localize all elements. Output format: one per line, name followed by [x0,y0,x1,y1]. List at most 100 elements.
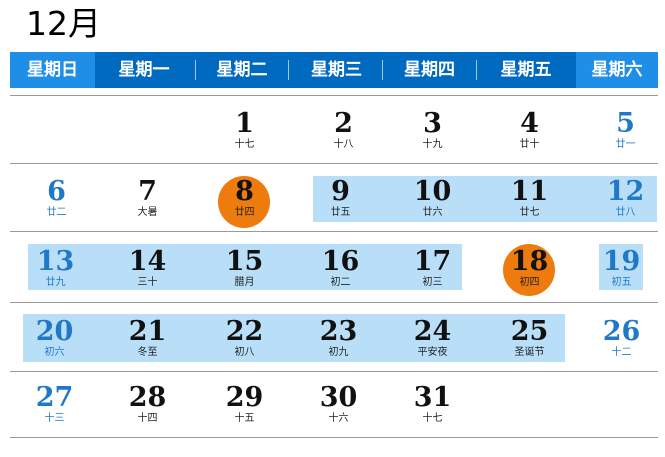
lunar-label: 三十 [137,277,158,288]
weekday-saturday: 星期六 [576,52,658,88]
day-cell[interactable]: 11 廿七 [483,178,576,219]
weekday-separator [195,60,196,80]
day-cell[interactable]: 23 初九 [292,318,385,359]
row-divider [10,231,658,232]
lunar-label: 初六 [44,347,65,358]
lunar-label: 廿六 [422,207,443,218]
weekday-friday: 星期五 [500,60,552,80]
day-number: 3 [423,108,442,139]
day-number: 24 [413,316,452,347]
day-cell[interactable]: 9 廿五 [294,178,387,219]
lunar-label: 初八 [234,347,255,358]
lunar-label: 大暑 [137,207,158,218]
day-number: 23 [319,316,358,347]
day-cell[interactable]: 14 三十 [101,248,194,289]
row-divider [10,302,658,303]
day-number: 21 [128,316,167,347]
lunar-label: 十二 [611,347,632,358]
lunar-label: 初三 [422,277,443,288]
day-number: 31 [413,382,452,413]
highlight-band [28,244,462,290]
day-number: 14 [128,246,167,277]
lunar-label: 十六 [328,413,349,424]
day-cell[interactable]: 15 腊月 [198,248,291,289]
day-cell[interactable]: 26 十二 [575,318,665,359]
day-number: 8 [235,176,254,207]
day-cell[interactable]: 7 大暑 [101,178,194,219]
lunar-label: 初四 [519,277,540,288]
day-cell[interactable]: 6 廿二 [10,178,103,219]
weekday-header: 星期日 星期一 星期二 星期三 星期四 星期五 星期六 [10,52,658,88]
day-cell[interactable]: 10 廿六 [386,178,479,219]
day-number: 29 [225,382,264,413]
day-cell[interactable]: 1 十七 [198,110,291,151]
day-cell[interactable]: 16 初二 [294,248,387,289]
day-number: 6 [47,176,66,207]
lunar-label: 十七 [234,139,255,150]
day-cell[interactable]: 25 圣诞节 [483,318,576,359]
lunar-label: 平安夜 [417,347,448,358]
day-cell[interactable]: 20 初六 [8,318,101,359]
lunar-label: 十四 [137,413,158,424]
day-number: 17 [413,246,452,277]
lunar-label: 廿五 [330,207,351,218]
day-number: 2 [334,108,353,139]
day-number: 1 [235,108,254,139]
lunar-label: 廿七 [519,207,540,218]
day-cell[interactable]: 8 廿四 [198,178,291,219]
row-divider [10,371,658,372]
day-cell[interactable]: 21 冬至 [101,318,194,359]
day-number: 7 [138,176,157,207]
day-cell[interactable]: 18 初四 [483,248,576,289]
lunar-label: 十八 [333,139,354,150]
day-cell[interactable]: 3 十九 [386,110,479,151]
day-number: 11 [510,176,549,207]
day-cell[interactable]: 30 十六 [292,384,385,425]
weekday-separator [288,60,289,80]
weekday-tuesday: 星期二 [216,60,268,80]
day-number: 15 [225,246,264,277]
lunar-label: 廿十 [519,139,540,150]
day-cell[interactable]: 28 十四 [101,384,194,425]
day-number: 27 [35,382,74,413]
day-cell[interactable]: 27 十三 [8,384,101,425]
lunar-label: 初五 [611,277,632,288]
day-cell[interactable]: 2 十八 [297,110,390,151]
highlight-band [599,244,643,290]
day-number: 16 [321,246,360,277]
day-number: 25 [510,316,549,347]
lunar-label: 廿二 [46,207,67,218]
day-number: 26 [602,316,641,347]
day-number: 13 [36,246,75,277]
day-number: 30 [319,382,358,413]
day-cell[interactable]: 19 初五 [575,248,665,289]
lunar-label: 初九 [328,347,349,358]
highlight-band [23,314,565,362]
day-number: 5 [616,108,635,139]
day-cell[interactable]: 17 初三 [386,248,479,289]
lunar-label: 廿四 [234,207,255,218]
lunar-label: 初二 [330,277,351,288]
month-title: 12月 [26,4,101,43]
lunar-label: 冬至 [137,347,158,358]
lunar-label: 十五 [234,413,255,424]
weekday-separator [382,60,383,80]
day-number: 28 [128,382,167,413]
day-cell[interactable]: 13 廿九 [9,248,102,289]
day-number: 22 [225,316,264,347]
day-cell[interactable]: 12 廿八 [579,178,665,219]
day-cell[interactable]: 24 平安夜 [386,318,479,359]
day-cell[interactable]: 22 初八 [198,318,291,359]
day-cell[interactable]: 4 廿十 [483,110,576,151]
lunar-label: 十九 [422,139,443,150]
day-cell[interactable]: 31 十七 [386,384,479,425]
lunar-label: 廿一 [615,139,636,150]
row-divider [10,437,658,438]
day-cell[interactable]: 5 廿一 [579,110,665,151]
highlight-band [313,176,657,222]
today-circle [218,176,270,228]
weekday-sunday: 星期日 [10,52,95,88]
lunar-label: 十七 [422,413,443,424]
day-cell[interactable]: 29 十五 [198,384,291,425]
row-divider [10,163,658,164]
